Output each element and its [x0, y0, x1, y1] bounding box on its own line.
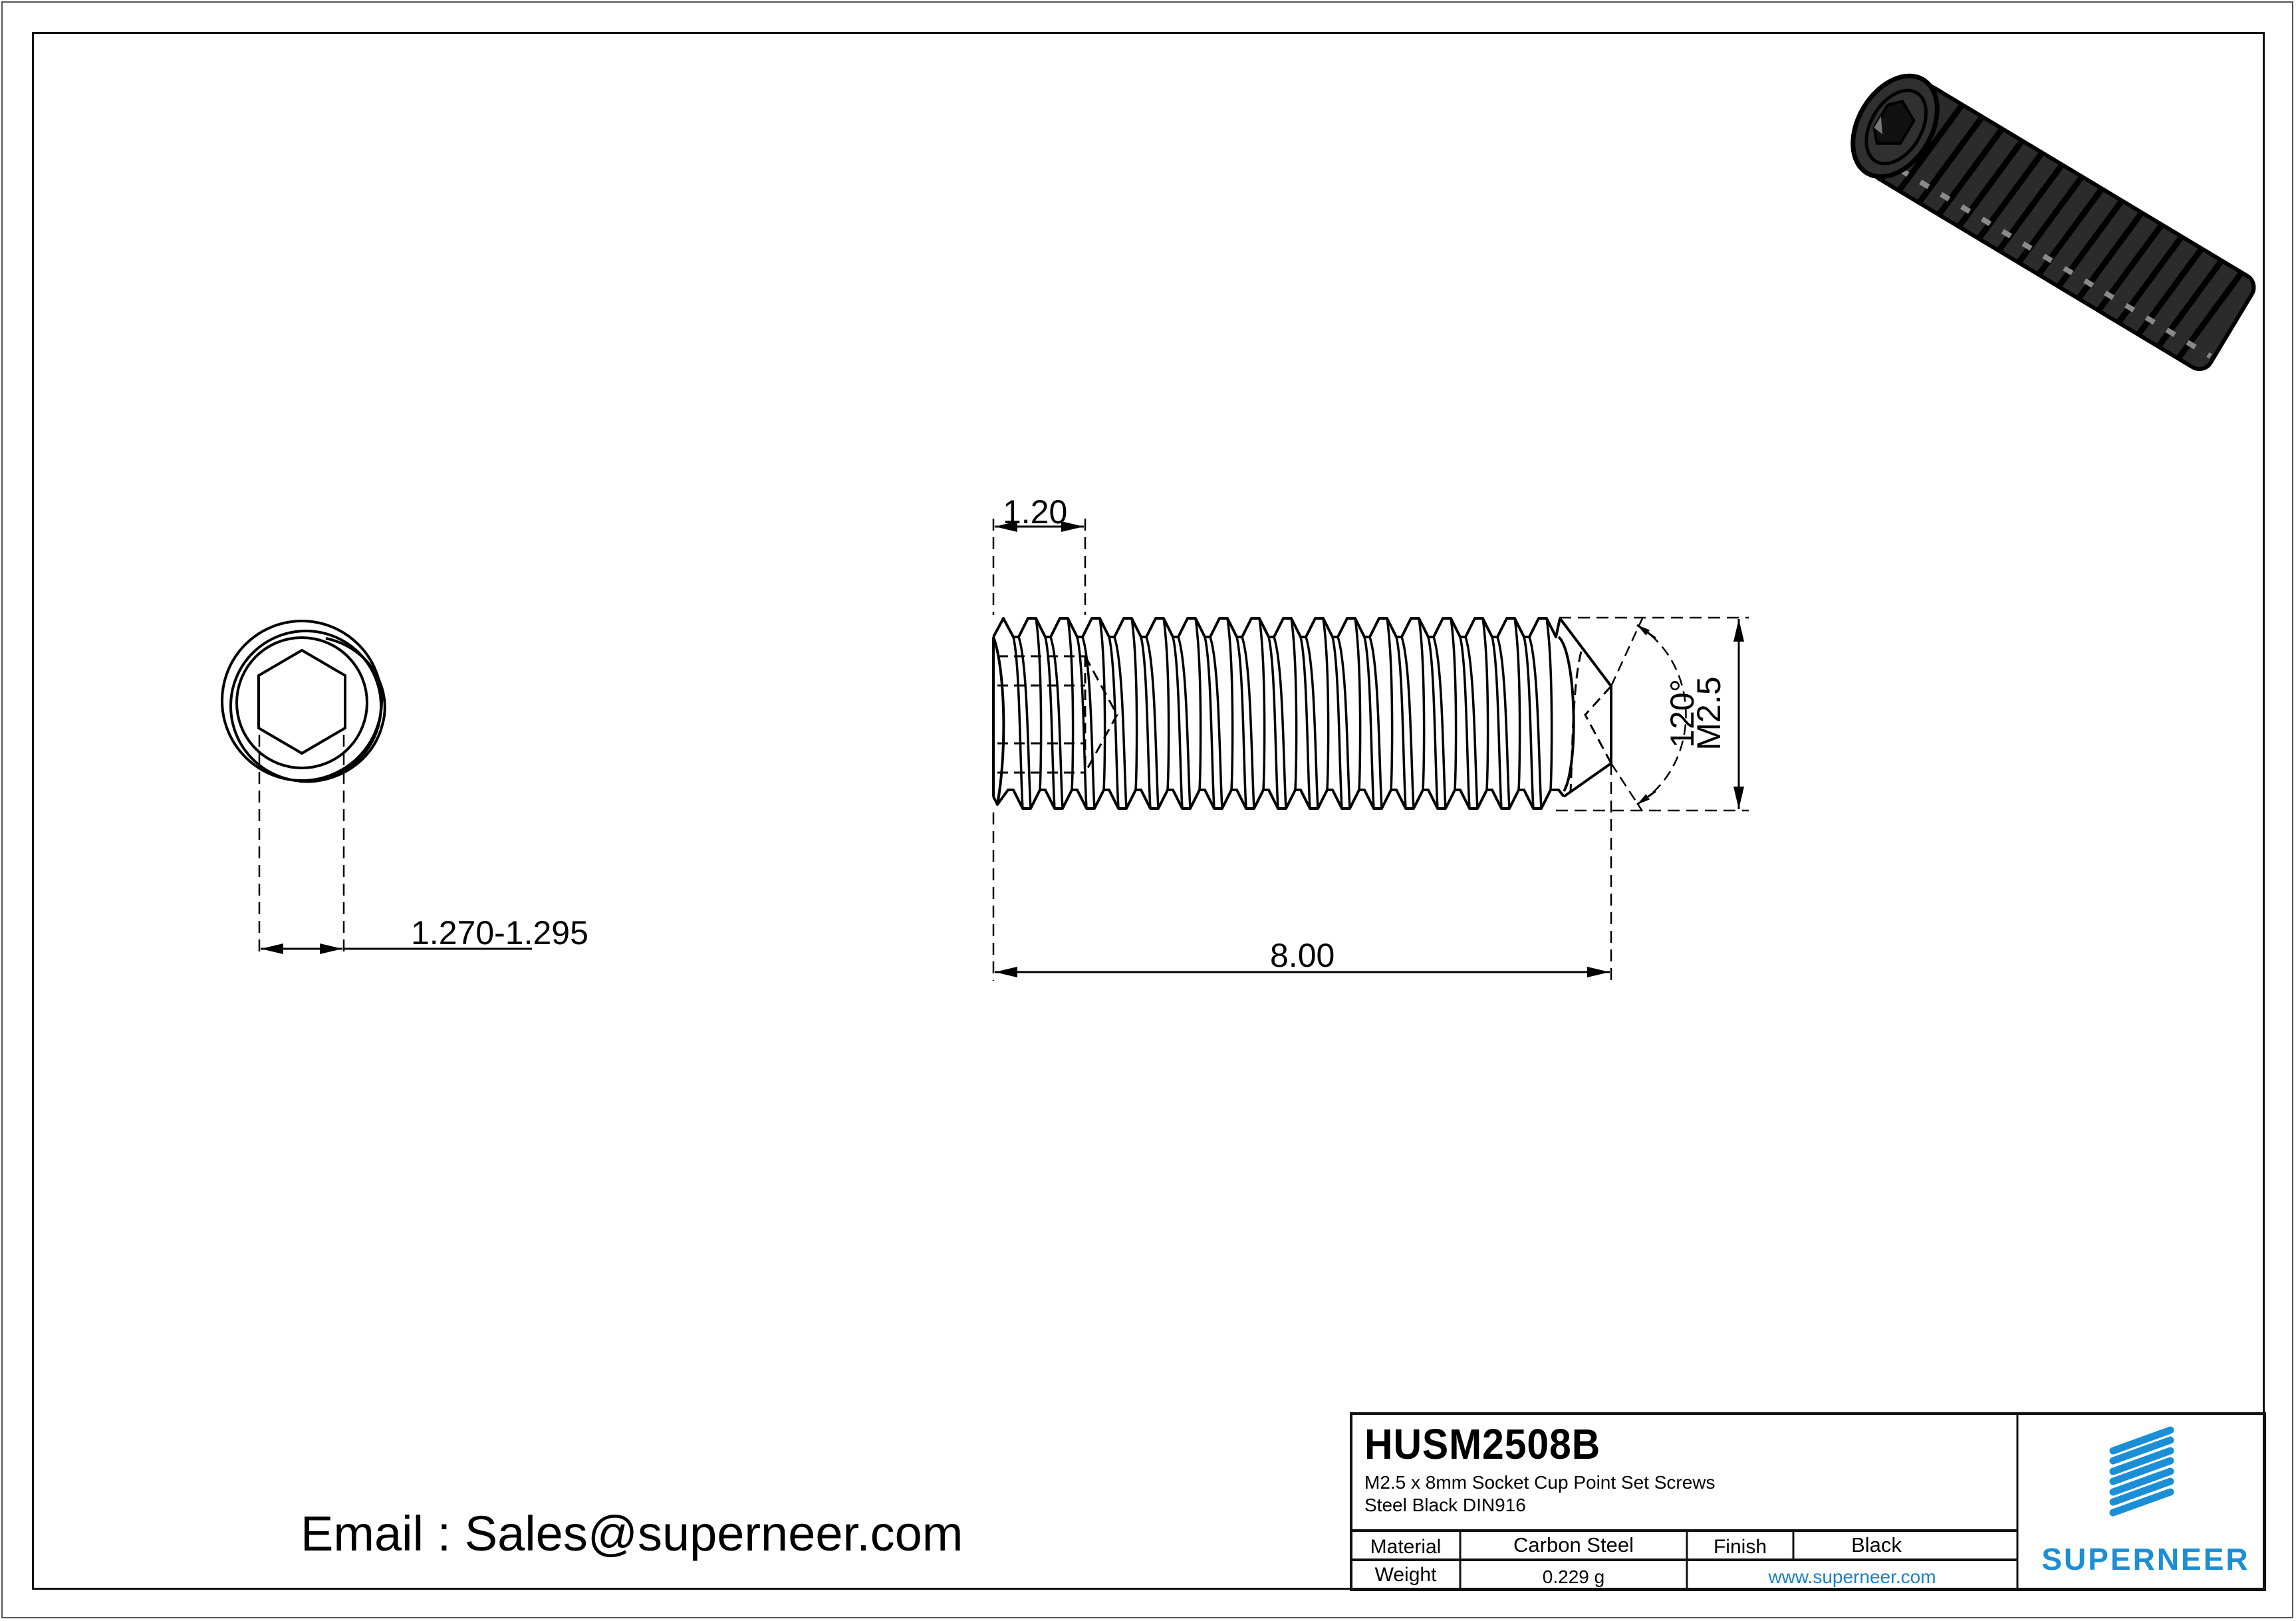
part-description-line2: Steel Black DIN916 — [1364, 1495, 1526, 1515]
overall-length-dimension — [992, 763, 1612, 981]
contact-email[interactable]: Email : Sales@superneer.com — [301, 1506, 963, 1561]
part-description-line1: M2.5 x 8mm Socket Cup Point Set Screws — [1364, 1472, 1716, 1493]
part-number: HUSM2508B — [1364, 1420, 1601, 1468]
socket-depth-label: 1.20 — [1003, 493, 1068, 531]
hex-socket-end-view-icon — [221, 620, 386, 783]
hidden-socket-lines — [997, 651, 1612, 792]
cup-angle-label: 120° — [1664, 679, 1701, 748]
hex-dimension — [258, 735, 532, 957]
material-label: Material — [1370, 1536, 1442, 1558]
cup-angle-dimension — [1610, 618, 1687, 812]
thread-crest-lines — [1012, 618, 1553, 809]
hex-across-flats-label: 1.270-1.295 — [411, 914, 588, 951]
website-link[interactable]: www.superneer.com — [1768, 1566, 1936, 1587]
socket-depth-dimension — [992, 519, 1086, 615]
thread-diameter-dimension — [1556, 616, 1749, 812]
weight-value: 0.229 g — [1542, 1566, 1605, 1587]
drawing-frame — [32, 32, 2265, 1590]
superneer-stripes-logo-icon — [2109, 1426, 2174, 1517]
material-value: Carbon Steel — [1513, 1533, 1634, 1557]
brand-name: SUPERNEER — [2041, 1542, 2250, 1576]
weight-label: Weight — [1374, 1564, 1437, 1586]
finish-label: Finish — [1713, 1536, 1767, 1558]
set-screw-3d-render-icon — [1850, 73, 2256, 372]
overall-length-label: 8.00 — [1270, 937, 1335, 974]
finish-value: Black — [1851, 1533, 1902, 1557]
title-block-grid — [1350, 1412, 2266, 1591]
